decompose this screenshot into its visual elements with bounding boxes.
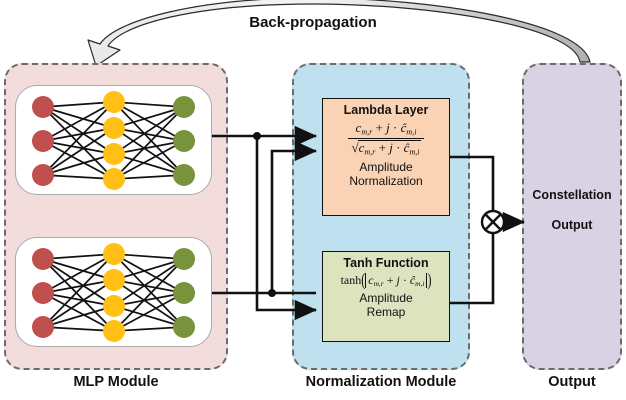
output-text-output: Output bbox=[551, 218, 593, 232]
mlp-graph-bottom bbox=[32, 243, 195, 342]
mlp-hidden-nodes bbox=[103, 91, 125, 190]
module-label-normalization: Normalization Module bbox=[305, 374, 457, 390]
tanh-function-formula: tanh(cm,r + j · ĉm,i) bbox=[340, 269, 432, 290]
mlp-hidden-nodes bbox=[103, 243, 125, 342]
mlp-output-nodes bbox=[173, 96, 195, 186]
mlp-output-nodes bbox=[173, 248, 195, 338]
lambda-layer-caption-2: Normalization bbox=[349, 174, 423, 189]
back-propagation-label: Back-propagation bbox=[249, 14, 377, 31]
lambda-layer-formula: cm,r + j · ĉm,i √cm,r + j · ĉm,i bbox=[323, 121, 449, 156]
lambda-layer-box: Lambda Layer cm,r + j · ĉm,i √cm,r + j ·… bbox=[322, 98, 450, 216]
tanh-caption-1: Amplitude bbox=[359, 291, 413, 306]
mlp-graph-top bbox=[32, 91, 195, 190]
output-module-container bbox=[522, 63, 622, 370]
lambda-layer-title: Lambda Layer bbox=[343, 103, 429, 117]
module-label-output: Output bbox=[548, 374, 596, 390]
tanh-function-box: Tanh Function tanh(cm,r + j · ĉm,i) Ampl… bbox=[322, 251, 450, 342]
mlp-input-nodes bbox=[32, 96, 54, 186]
mlp-network-bottom bbox=[15, 237, 212, 347]
tanh-caption-2: Remap bbox=[366, 305, 406, 320]
module-label-mlp: MLP Module bbox=[73, 374, 159, 390]
junction-dot-top bbox=[253, 132, 261, 140]
multiply-operator-icon bbox=[480, 209, 506, 235]
mlp-network-top bbox=[15, 85, 212, 195]
junction-dot-bottom bbox=[268, 289, 276, 297]
output-text-constellation: Constellation bbox=[532, 188, 612, 202]
lambda-layer-caption-1: Amplitude bbox=[359, 160, 413, 175]
tanh-function-title: Tanh Function bbox=[343, 256, 429, 270]
mlp-input-nodes bbox=[32, 248, 54, 338]
